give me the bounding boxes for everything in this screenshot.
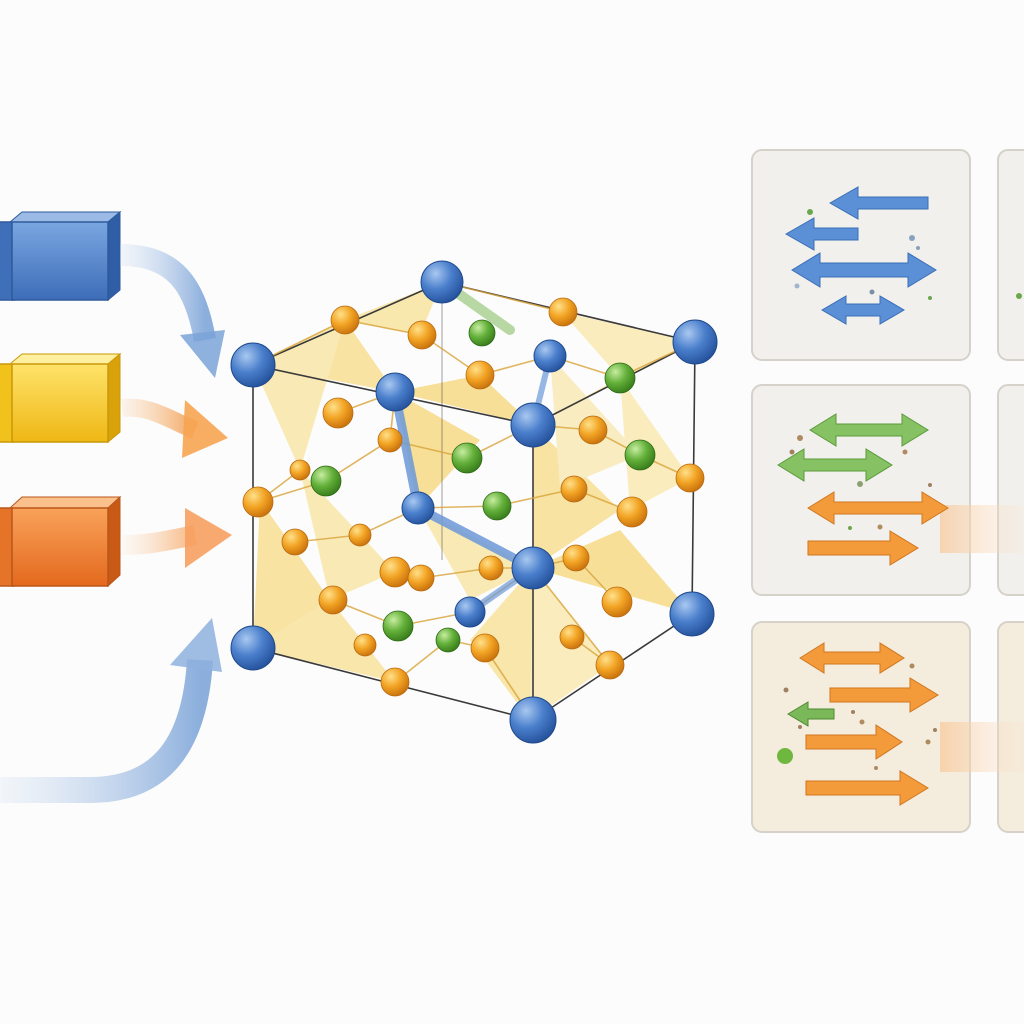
atom-orange	[562, 544, 590, 572]
atom-orange	[380, 667, 410, 697]
atom-orange	[675, 463, 705, 493]
atom-blue	[509, 696, 557, 744]
output-panels	[751, 149, 1024, 833]
atom-orange	[560, 475, 588, 503]
yellow-arrowhead	[182, 400, 228, 458]
panel-top-arrows	[784, 186, 937, 325]
arrow-both-icon	[821, 295, 905, 325]
orange-atoms	[242, 297, 705, 697]
atom-blue	[533, 339, 567, 373]
input-blocks	[0, 210, 122, 588]
atom-orange	[578, 415, 608, 445]
green-atoms	[310, 319, 656, 653]
panel-right-top	[997, 149, 1024, 361]
atom-orange	[470, 633, 500, 663]
atom-green	[624, 439, 656, 471]
input-arrows	[0, 244, 232, 803]
atom-orange	[318, 585, 348, 615]
panel-right-middle	[997, 384, 1024, 596]
polyhedra	[253, 282, 695, 720]
panel-top-particles	[794, 209, 932, 300]
atom-blue	[454, 596, 486, 628]
arrow-right-icon	[829, 677, 939, 713]
atom-orange	[407, 320, 437, 350]
atom-blue	[375, 372, 415, 412]
atom-green	[604, 362, 636, 394]
atom-orange	[559, 624, 585, 650]
atom-orange	[377, 427, 403, 453]
atom-green	[310, 465, 342, 497]
atom-blue	[669, 591, 715, 637]
atom-orange	[478, 555, 504, 581]
atom-orange	[601, 586, 633, 618]
panel-bottom-arrows	[787, 642, 939, 806]
arrow-left-icon	[784, 217, 859, 251]
panel-middle	[751, 384, 971, 596]
arrow-right-icon	[805, 724, 903, 760]
blue-arrowhead	[180, 330, 225, 378]
atom-blue	[230, 342, 276, 388]
orange-strip-middle	[940, 505, 1024, 553]
panel-top	[751, 149, 971, 361]
orange-flow-arrow	[121, 525, 197, 555]
atom-blue	[511, 546, 555, 590]
crystal-structure	[230, 260, 718, 744]
atom-green	[382, 610, 414, 642]
atom-orange	[289, 459, 311, 481]
atom-orange	[548, 297, 578, 327]
arrow-both-icon	[799, 642, 905, 674]
atom-orange	[379, 556, 411, 588]
blue-block	[0, 210, 122, 302]
orange-arrowhead	[185, 508, 232, 568]
atom-orange	[242, 486, 274, 518]
arrow-right-icon	[807, 530, 919, 566]
atom-orange	[330, 305, 360, 335]
atom-orange	[595, 650, 625, 680]
panel-bottom-particles	[777, 663, 937, 770]
orange-strip-bottom	[940, 722, 1024, 772]
bottom-arrowhead	[170, 618, 222, 672]
atom-blue	[230, 625, 276, 671]
atom-green	[482, 491, 512, 521]
arrow-right-icon	[805, 770, 929, 806]
yellow-block	[0, 352, 122, 444]
atom-green	[435, 627, 461, 653]
atom-green	[468, 319, 496, 347]
atom-orange	[407, 564, 435, 592]
atom-orange	[353, 633, 377, 657]
atom-blue	[672, 319, 718, 365]
atom-blue	[420, 260, 464, 304]
orange-block	[0, 495, 122, 588]
arrow-both-icon	[807, 491, 949, 525]
atom-orange	[348, 523, 372, 547]
atom-orange	[465, 360, 495, 390]
arrow-left-icon	[828, 186, 929, 220]
panel-middle-particles	[789, 435, 932, 530]
arrow-left-icon	[787, 701, 835, 727]
blue-flow-arrow	[119, 244, 216, 343]
arrow-both-icon	[809, 413, 929, 447]
arrow-both-icon	[777, 448, 893, 482]
arrow-both-icon	[791, 252, 937, 288]
panel-middle-arrows	[777, 413, 949, 566]
atom-green	[451, 442, 483, 474]
atom-blue	[401, 491, 435, 525]
blue-atoms	[230, 260, 718, 744]
atom-orange	[281, 528, 309, 556]
atom-orange	[322, 397, 354, 429]
bottom-flow-arrow	[0, 659, 213, 803]
atom-blue	[510, 402, 556, 448]
